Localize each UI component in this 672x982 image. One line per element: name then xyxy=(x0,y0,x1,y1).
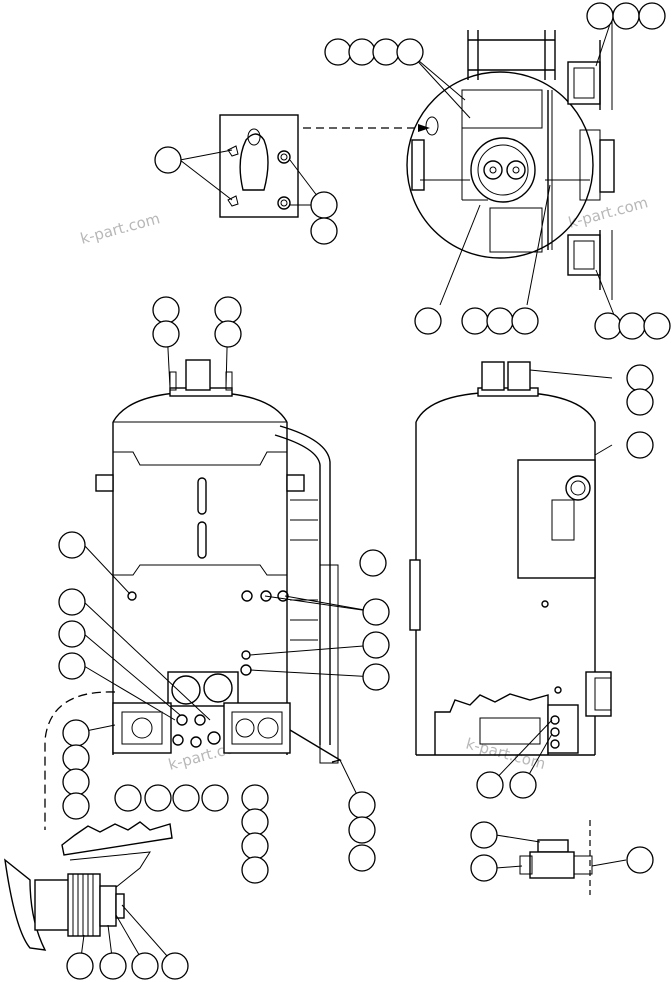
callout-bubble xyxy=(152,320,180,348)
callout-bubble xyxy=(241,856,269,884)
watermark-4: k-part.com xyxy=(464,734,548,773)
callout-bubble xyxy=(372,38,400,66)
callout-bubble xyxy=(509,771,537,799)
callout-bubble xyxy=(58,531,86,559)
callout-bubbles xyxy=(58,2,671,980)
callout-bubble xyxy=(310,217,338,245)
callout-bubble xyxy=(586,2,614,30)
callout-bubble xyxy=(324,38,352,66)
callout-bubble xyxy=(58,652,86,680)
callout-bubble xyxy=(348,38,376,66)
callout-bubble xyxy=(144,784,172,812)
callout-bubble xyxy=(626,431,654,459)
callout-bubble xyxy=(62,719,90,747)
callout-bubble xyxy=(486,307,514,335)
callout-bubble xyxy=(612,2,640,30)
watermark-2: k-part.com xyxy=(566,193,650,232)
callout-bubble xyxy=(214,320,242,348)
callout-bubble xyxy=(172,784,200,812)
callout-bubble xyxy=(414,307,442,335)
callout-bubble xyxy=(470,821,498,849)
callout-bubble xyxy=(131,952,159,980)
callout-bubble xyxy=(476,771,504,799)
callout-bubble xyxy=(396,38,424,66)
callout-bubble xyxy=(626,364,654,392)
callout-bubble xyxy=(241,832,269,860)
callout-bubble xyxy=(161,952,189,980)
callout-bubble xyxy=(362,598,390,626)
callout-bubble xyxy=(114,784,142,812)
callout-bubble xyxy=(99,952,127,980)
callout-bubble xyxy=(348,844,376,872)
callout-bubble xyxy=(461,307,489,335)
callout-bubble xyxy=(470,854,498,882)
callout-bubble xyxy=(618,312,646,340)
callout-bubble xyxy=(511,307,539,335)
valve-detail-view xyxy=(495,820,627,895)
callout-bubble xyxy=(348,791,376,819)
callout-bubble xyxy=(214,296,242,324)
callout-bubble xyxy=(241,784,269,812)
callout-bubble xyxy=(58,620,86,648)
bottom-detail-view xyxy=(4,821,176,966)
top-view xyxy=(406,17,615,316)
callout-bubble xyxy=(154,146,182,174)
callout-bubble xyxy=(362,631,390,659)
callout-bubble xyxy=(626,388,654,416)
callout-bubble xyxy=(310,191,338,219)
callout-bubble xyxy=(643,312,671,340)
callout-bubble xyxy=(201,784,229,812)
callout-bubble xyxy=(58,588,86,616)
callout-bubble xyxy=(348,816,376,844)
callout-bubble xyxy=(362,663,390,691)
callout-bubble xyxy=(66,952,94,980)
side-view xyxy=(409,361,613,786)
callout-bubble xyxy=(638,2,666,30)
callout-bubble xyxy=(152,296,180,324)
callout-bubble xyxy=(62,744,90,772)
callout-bubble xyxy=(359,549,387,577)
detail-panel-view xyxy=(179,114,430,218)
callout-bubble xyxy=(62,792,90,820)
callout-bubble xyxy=(594,312,622,340)
watermark-1: k-part.com xyxy=(78,209,162,248)
callout-bubble xyxy=(62,768,90,796)
callout-bubble xyxy=(241,808,269,836)
callout-bubble xyxy=(626,846,654,874)
